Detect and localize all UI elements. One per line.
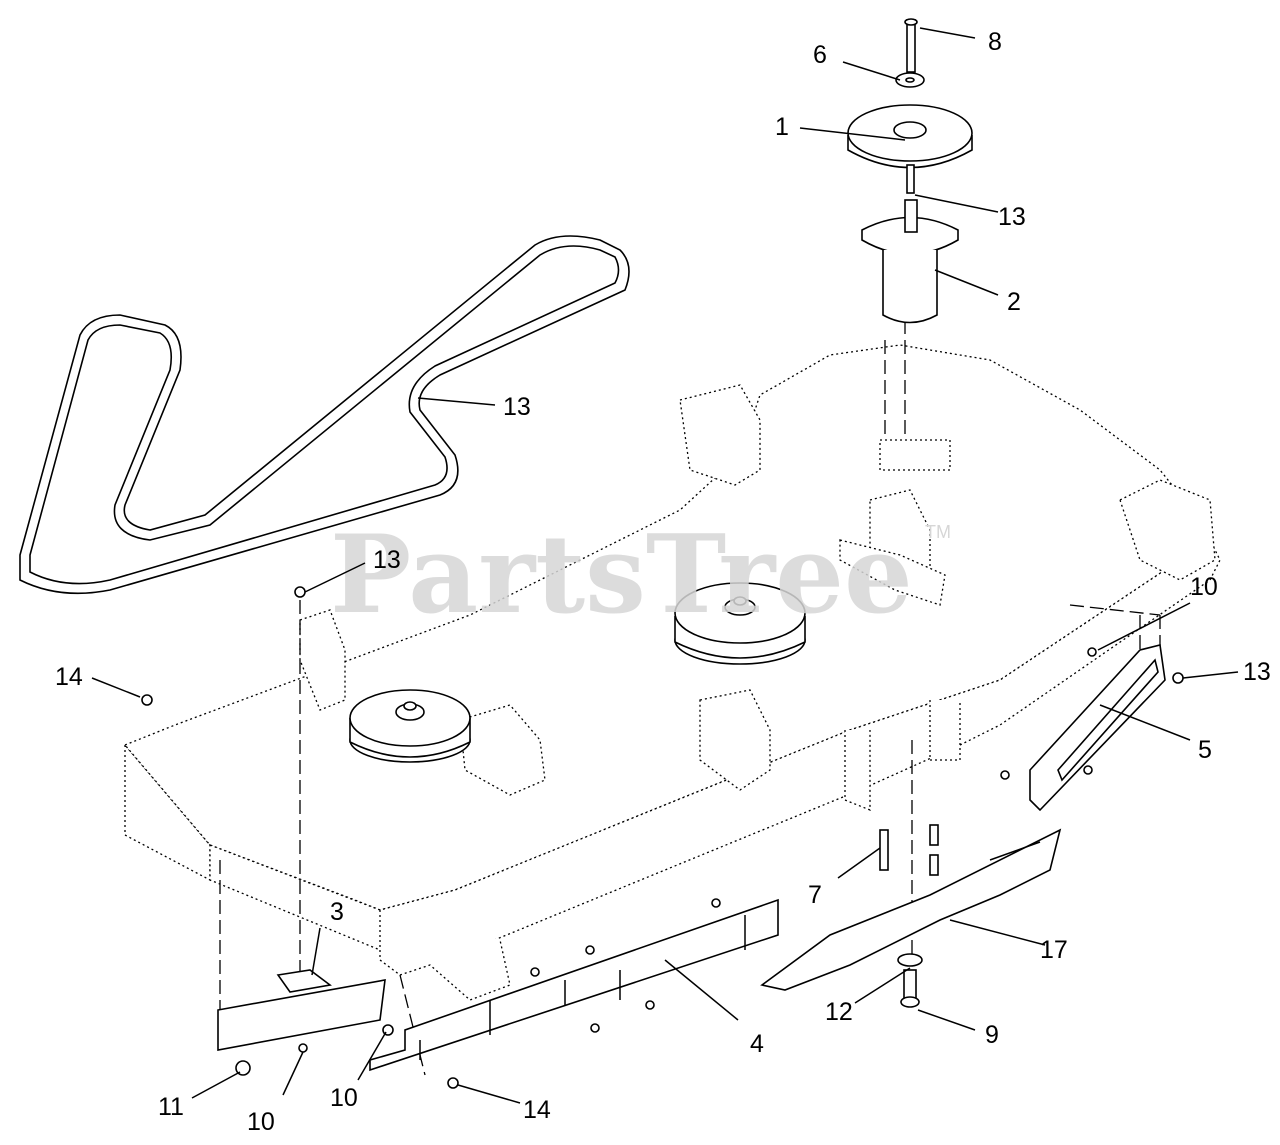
callouts: 8 6 1 13 2 13 13 10 13 14 5 7 3 17 12 9 … [55, 28, 1271, 1136]
callout-14: 14 [55, 663, 83, 691]
callout-8: 8 [988, 28, 1002, 56]
small-hardware [141, 586, 1184, 1089]
deck-pulley-left [349, 689, 471, 763]
blade-hardware [897, 953, 923, 1008]
callout-5: 5 [1198, 736, 1212, 764]
callout-2: 2 [1007, 288, 1021, 316]
mower-deck [123, 344, 1221, 1001]
baffle-right [1029, 644, 1166, 812]
callout-13-bottom: 14 [523, 1096, 551, 1124]
callout-10-bottom-mid: 10 [330, 1084, 358, 1112]
drive-belt [19, 235, 630, 595]
watermark: PartsTree TM [330, 512, 951, 638]
callout-10-right: 10 [1190, 573, 1218, 601]
callout-1: 1 [775, 113, 789, 141]
callout-12: 12 [825, 998, 853, 1026]
callout-9: 9 [985, 1021, 999, 1049]
callout-7: 7 [808, 881, 822, 909]
callout-10-bottom-left: 10 [247, 1108, 275, 1136]
watermark-text: PartsTree [330, 512, 913, 638]
callout-13-top: 13 [373, 546, 401, 574]
spindle-assembly [847, 18, 973, 324]
callout-6: 6 [813, 41, 827, 69]
callout-16: 13 [503, 393, 531, 421]
callout-3: 3 [330, 898, 344, 926]
callout-13-right: 13 [1243, 658, 1271, 686]
callout-17: 17 [1040, 936, 1068, 964]
baffle-left [217, 969, 386, 1051]
leader-lines [91, 27, 1239, 1104]
mower-blade [760, 828, 1062, 991]
callout-11: 11 [158, 1093, 184, 1121]
watermark-tm: TM [925, 522, 951, 542]
callout-15: 13 [998, 203, 1026, 231]
callout-4: 4 [750, 1030, 764, 1058]
deck-pulley-center [674, 582, 806, 665]
deck-bolts [879, 824, 939, 876]
